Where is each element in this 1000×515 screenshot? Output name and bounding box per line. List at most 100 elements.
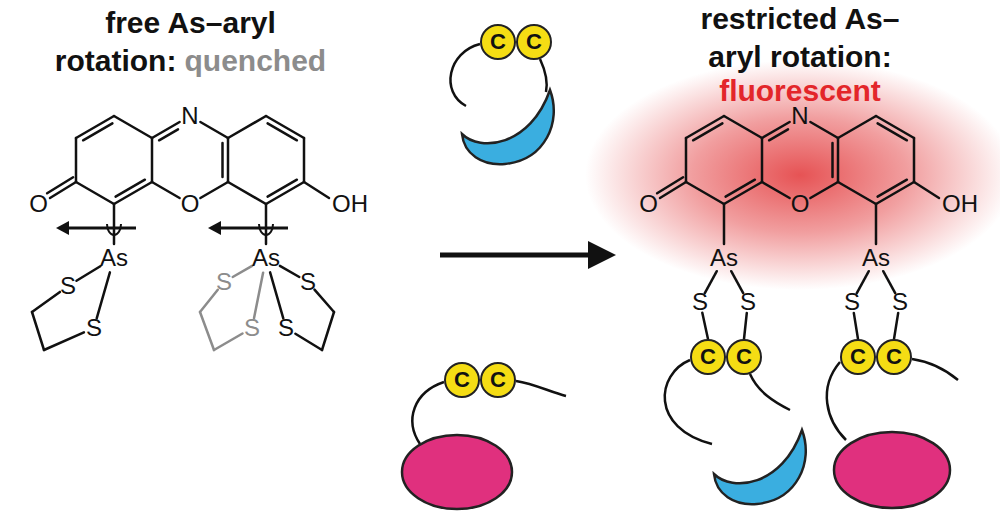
atom-label: S	[60, 274, 76, 298]
bond	[744, 313, 747, 339]
bond	[151, 138, 154, 182]
bond	[75, 138, 78, 182]
bond	[227, 138, 230, 182]
residue-letter: C	[490, 369, 506, 391]
bond	[77, 266, 101, 281]
linker	[412, 382, 444, 444]
atom-label: As	[252, 246, 280, 270]
cysteine-circle: C	[690, 339, 726, 375]
atom-label: O	[29, 192, 48, 216]
atom-label: S	[740, 290, 756, 314]
bond	[44, 332, 84, 350]
bond	[702, 313, 708, 339]
heading: free As–aryl rotation:quenched	[48, 4, 333, 80]
bond	[116, 180, 145, 197]
bond	[32, 312, 44, 350]
bond	[265, 204, 268, 244]
bond	[214, 334, 243, 351]
bond	[228, 116, 266, 138]
bond	[878, 180, 907, 197]
bond	[83, 123, 112, 140]
atom-label: N	[791, 104, 808, 128]
atom-label: O	[181, 192, 200, 216]
bond	[838, 116, 876, 138]
atom-label: As	[710, 246, 738, 270]
cysteine-circle: C	[876, 339, 912, 375]
bond	[268, 123, 297, 140]
protein-ellipse	[834, 432, 950, 508]
bond	[32, 292, 60, 312]
bond	[233, 266, 252, 277]
bond	[878, 123, 907, 140]
bond	[894, 313, 898, 339]
residue-letter: C	[454, 369, 470, 391]
bond	[270, 272, 283, 318]
state-word: fluorescent	[719, 74, 881, 107]
atom-label: As	[100, 246, 128, 270]
rotation-arrow	[68, 227, 136, 230]
bond	[914, 182, 939, 198]
cysteine-circle: C	[840, 339, 876, 375]
residue-letter: C	[736, 346, 752, 368]
bond	[114, 116, 152, 138]
bond	[685, 138, 688, 182]
bond	[152, 182, 180, 198]
bond	[810, 182, 838, 198]
bond	[724, 116, 762, 138]
protein-ellipse	[402, 435, 512, 509]
state-word: quenched	[185, 44, 327, 77]
bond	[726, 180, 755, 197]
rotation-ring	[107, 224, 121, 235]
fluorescence-glow	[585, 60, 1000, 290]
linker	[912, 359, 958, 380]
bond	[47, 177, 73, 193]
residue-letter: C	[526, 31, 542, 53]
bond	[686, 182, 724, 204]
bond	[76, 182, 114, 204]
protein-crescent	[462, 90, 554, 164]
bond	[875, 204, 878, 244]
bond	[831, 143, 834, 177]
linker	[827, 362, 846, 440]
atom-label: N	[181, 104, 198, 128]
atom-label: As	[862, 246, 890, 270]
bond	[280, 266, 299, 277]
linker	[450, 44, 480, 106]
rotation-arrow-head	[208, 221, 221, 235]
residue-letter: C	[700, 346, 716, 368]
arrow-head	[588, 241, 616, 269]
bond	[762, 182, 790, 198]
atom-label: S	[844, 290, 860, 314]
rotation-ring	[259, 224, 273, 235]
atom-label: S	[300, 270, 316, 294]
bond	[761, 138, 764, 182]
atom-label: O	[639, 192, 658, 216]
atom-label: S	[692, 290, 708, 314]
reaction-arrow	[440, 253, 592, 258]
rotation-arrow-head	[56, 221, 69, 235]
rotation-arrow	[220, 227, 288, 230]
bond	[200, 290, 218, 312]
bond	[221, 143, 224, 177]
atom-label: S	[86, 316, 102, 340]
bond	[693, 123, 722, 140]
atom-label: S	[244, 316, 260, 340]
residue-letter: C	[490, 31, 506, 53]
linker	[750, 374, 790, 410]
cysteine-circle: C	[726, 339, 762, 375]
atom-label: OH	[942, 192, 978, 216]
linker	[516, 381, 566, 396]
bond	[913, 138, 916, 182]
bond	[254, 273, 263, 319]
cysteine-circle: C	[516, 24, 552, 60]
bond	[228, 182, 266, 204]
atom-label: S	[216, 270, 232, 294]
atom-label: O	[791, 192, 810, 216]
atom-label: S	[892, 290, 908, 314]
bond	[303, 138, 306, 182]
bond	[315, 290, 335, 312]
bond	[97, 272, 110, 318]
atom-label: S	[278, 316, 294, 340]
cysteine-circle: C	[444, 362, 480, 398]
